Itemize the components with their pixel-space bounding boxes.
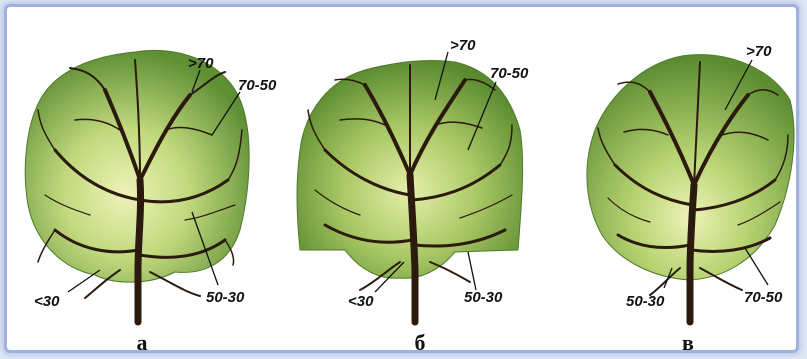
tree-a: >70 70-50 50-30 <30 а bbox=[25, 50, 277, 355]
tree-v-label-lower-left: 50-30 bbox=[626, 293, 665, 310]
tree-a-label-lower-left: <30 bbox=[34, 293, 60, 310]
tree-a-caption: а bbox=[137, 330, 148, 355]
tree-v-label-lower-right: 70-50 bbox=[744, 289, 783, 306]
tree-a-label-upper-mid: 70-50 bbox=[238, 77, 277, 94]
tree-b-label-top: >70 bbox=[450, 37, 476, 54]
tree-b-label-upper-mid: 70-50 bbox=[490, 65, 529, 82]
tree-a-label-top: >70 bbox=[188, 55, 214, 72]
tree-a-label-lower-right: 50-30 bbox=[206, 289, 245, 306]
tree-v-caption: в bbox=[682, 330, 694, 355]
tree-b-caption: б bbox=[415, 330, 426, 355]
tree-b: >70 70-50 50-30 <30 б bbox=[297, 37, 529, 355]
tree-b-label-lower-right: 50-30 bbox=[464, 289, 503, 306]
tree-v-label-top: >70 bbox=[746, 43, 772, 60]
tree-v: >70 50-30 70-50 в bbox=[587, 43, 794, 355]
tree-b-label-lower-left: <30 bbox=[348, 293, 374, 310]
